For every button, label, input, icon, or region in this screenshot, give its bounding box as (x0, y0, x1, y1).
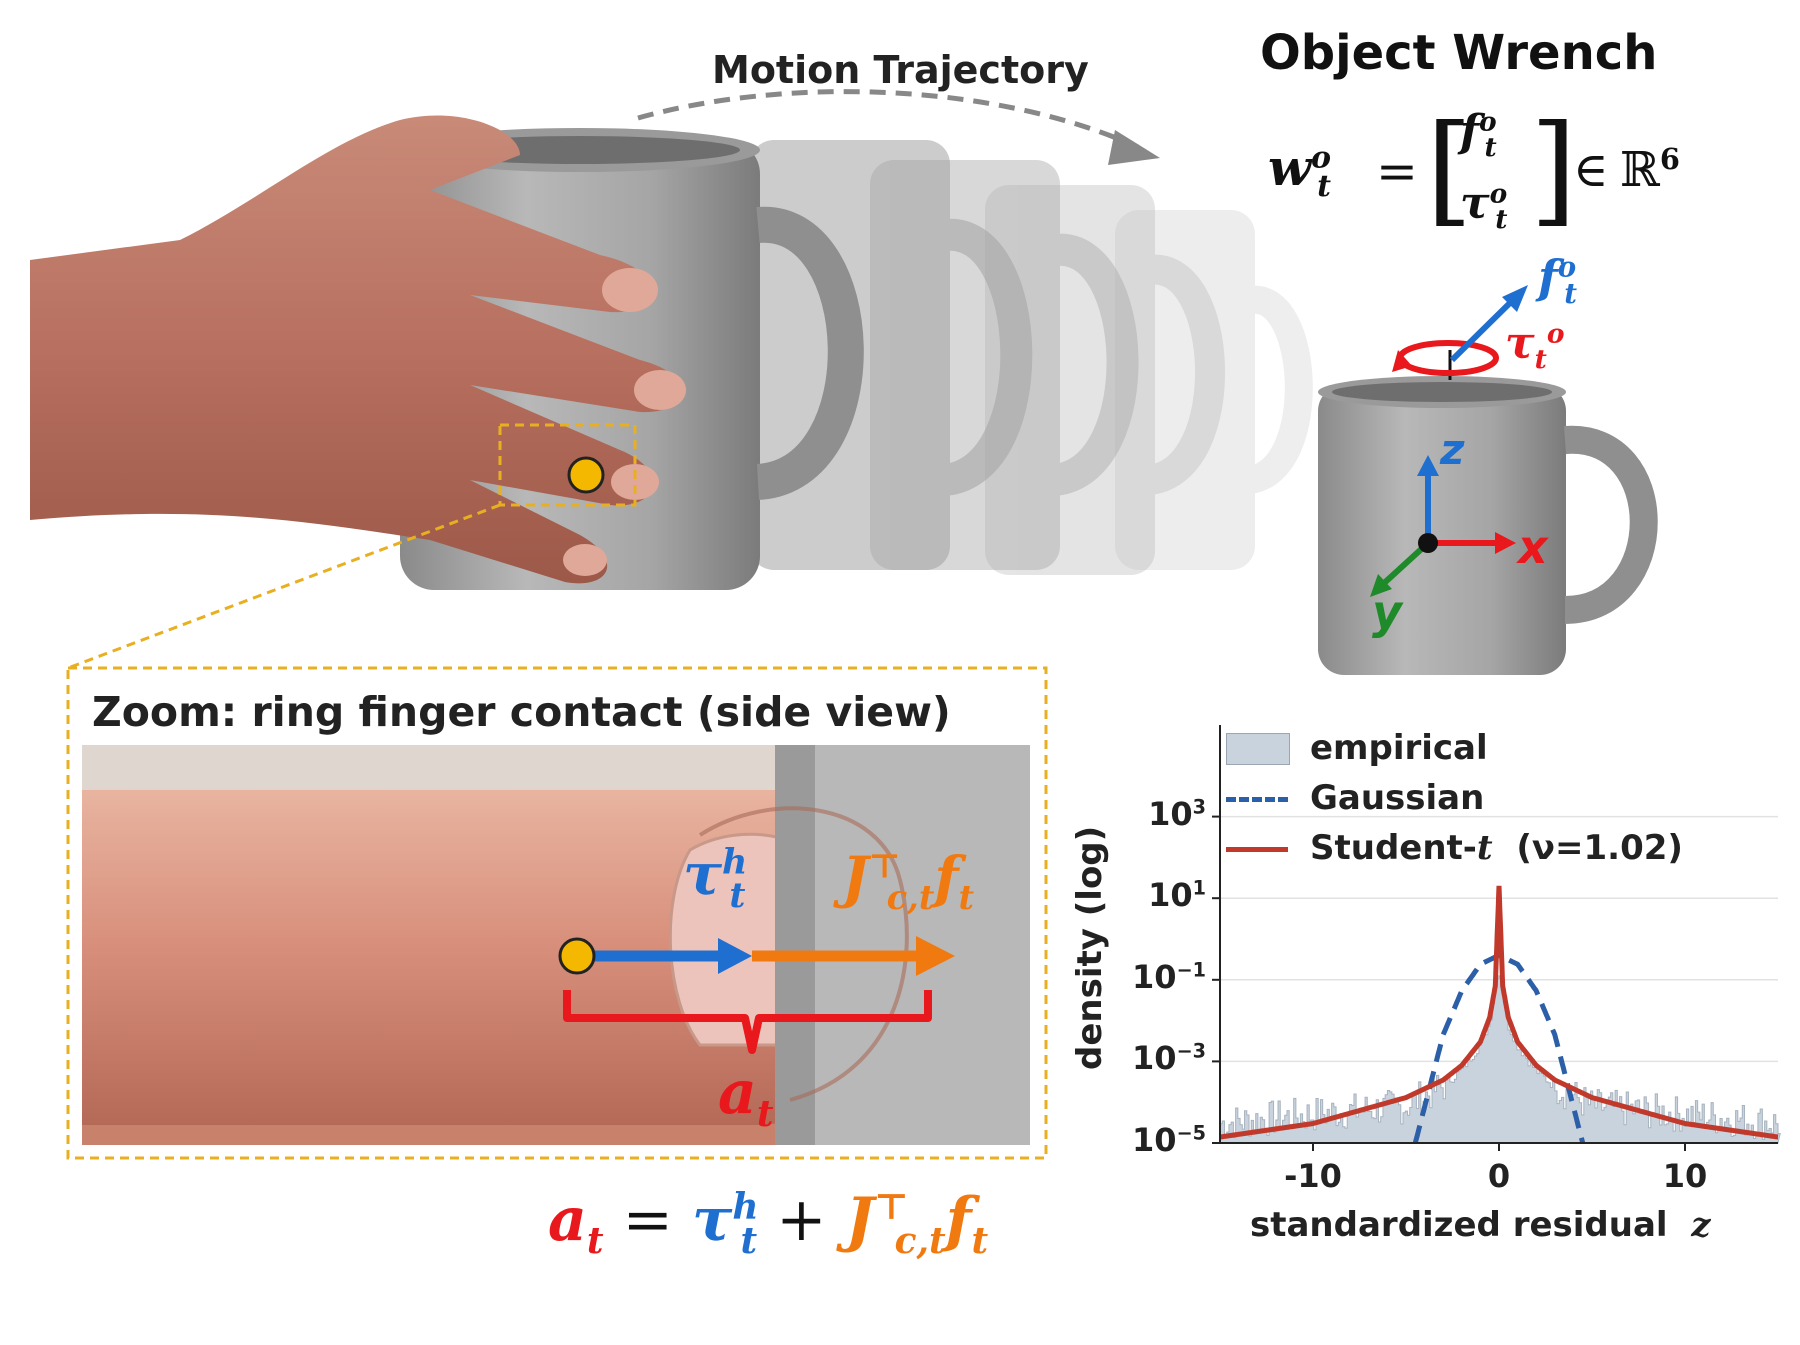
motion-trajectory-label: Motion Trajectory (712, 48, 1089, 92)
wrench-equation: wot = [ fot τot ] ∈ ℝ6 (1268, 100, 1680, 239)
contact-region-box (498, 423, 637, 507)
legend-label-empirical: empirical (1310, 728, 1488, 768)
y-axis-arrow (1379, 540, 1431, 588)
origin-dot (1418, 533, 1438, 553)
a-bracket (563, 990, 932, 1054)
force-arrow (1449, 295, 1518, 363)
chart-x-axis-label: standardized residual z (1250, 1205, 1711, 1245)
chart-y-axis-label: density (log) (1070, 825, 1110, 1070)
y-tick-label: 10−3 (1132, 1039, 1206, 1078)
zoom-photo (82, 745, 1030, 1145)
legend-swatch-empirical (1226, 733, 1290, 765)
torque-label: τto (1505, 318, 1565, 375)
y-tick-label: 101 (1148, 876, 1206, 915)
series-gaussian-line (1412, 952, 1586, 1144)
ghost-mug-4 (1115, 210, 1313, 570)
legend-swatch-gaussian (1226, 797, 1288, 802)
y-tick-label: 103 (1148, 794, 1206, 833)
ghost-mug-3 (985, 185, 1225, 575)
x-tick-label: -10 (1284, 1157, 1342, 1195)
zoom-title: Zoom: ring finger contact (side view) (92, 688, 951, 736)
zoom-contact-dot (558, 937, 596, 975)
wrench-title: Object Wrench (1260, 25, 1658, 81)
zoom-panel-border (66, 666, 1048, 1160)
y-tick-label: 10−1 (1132, 957, 1206, 996)
zoom-connector-line (67, 503, 501, 670)
trajectory-arrow (637, 89, 1142, 151)
y-axis-label: y (1372, 585, 1402, 639)
contact-point-dot (567, 456, 605, 494)
x-tick-label: 0 (1487, 1157, 1511, 1195)
force-label: fot (1538, 250, 1577, 311)
tau-h-label: τht (683, 840, 748, 916)
legend-label-gaussian: Gaussian (1310, 778, 1485, 818)
hand (30, 115, 686, 584)
x-tick-label: 10 (1662, 1157, 1708, 1195)
series-student-t-line (1219, 885, 1779, 1140)
y-tick-label: 10−5 (1132, 1121, 1206, 1159)
action-equation: at = τht + J⊤c,tft (548, 1185, 989, 1262)
legend-label-student-t: Student-t (ν=1.02) (1310, 828, 1683, 868)
z-axis-label: z (1440, 425, 1465, 474)
legend-swatch-student-t (1226, 847, 1288, 852)
series-empirical-histogram (1219, 975, 1781, 1144)
jf-label: J⊤c,tft (842, 845, 974, 918)
x-axis-label: x (1518, 520, 1548, 574)
right-mug (1318, 376, 1658, 675)
a-label: at (718, 1058, 774, 1135)
